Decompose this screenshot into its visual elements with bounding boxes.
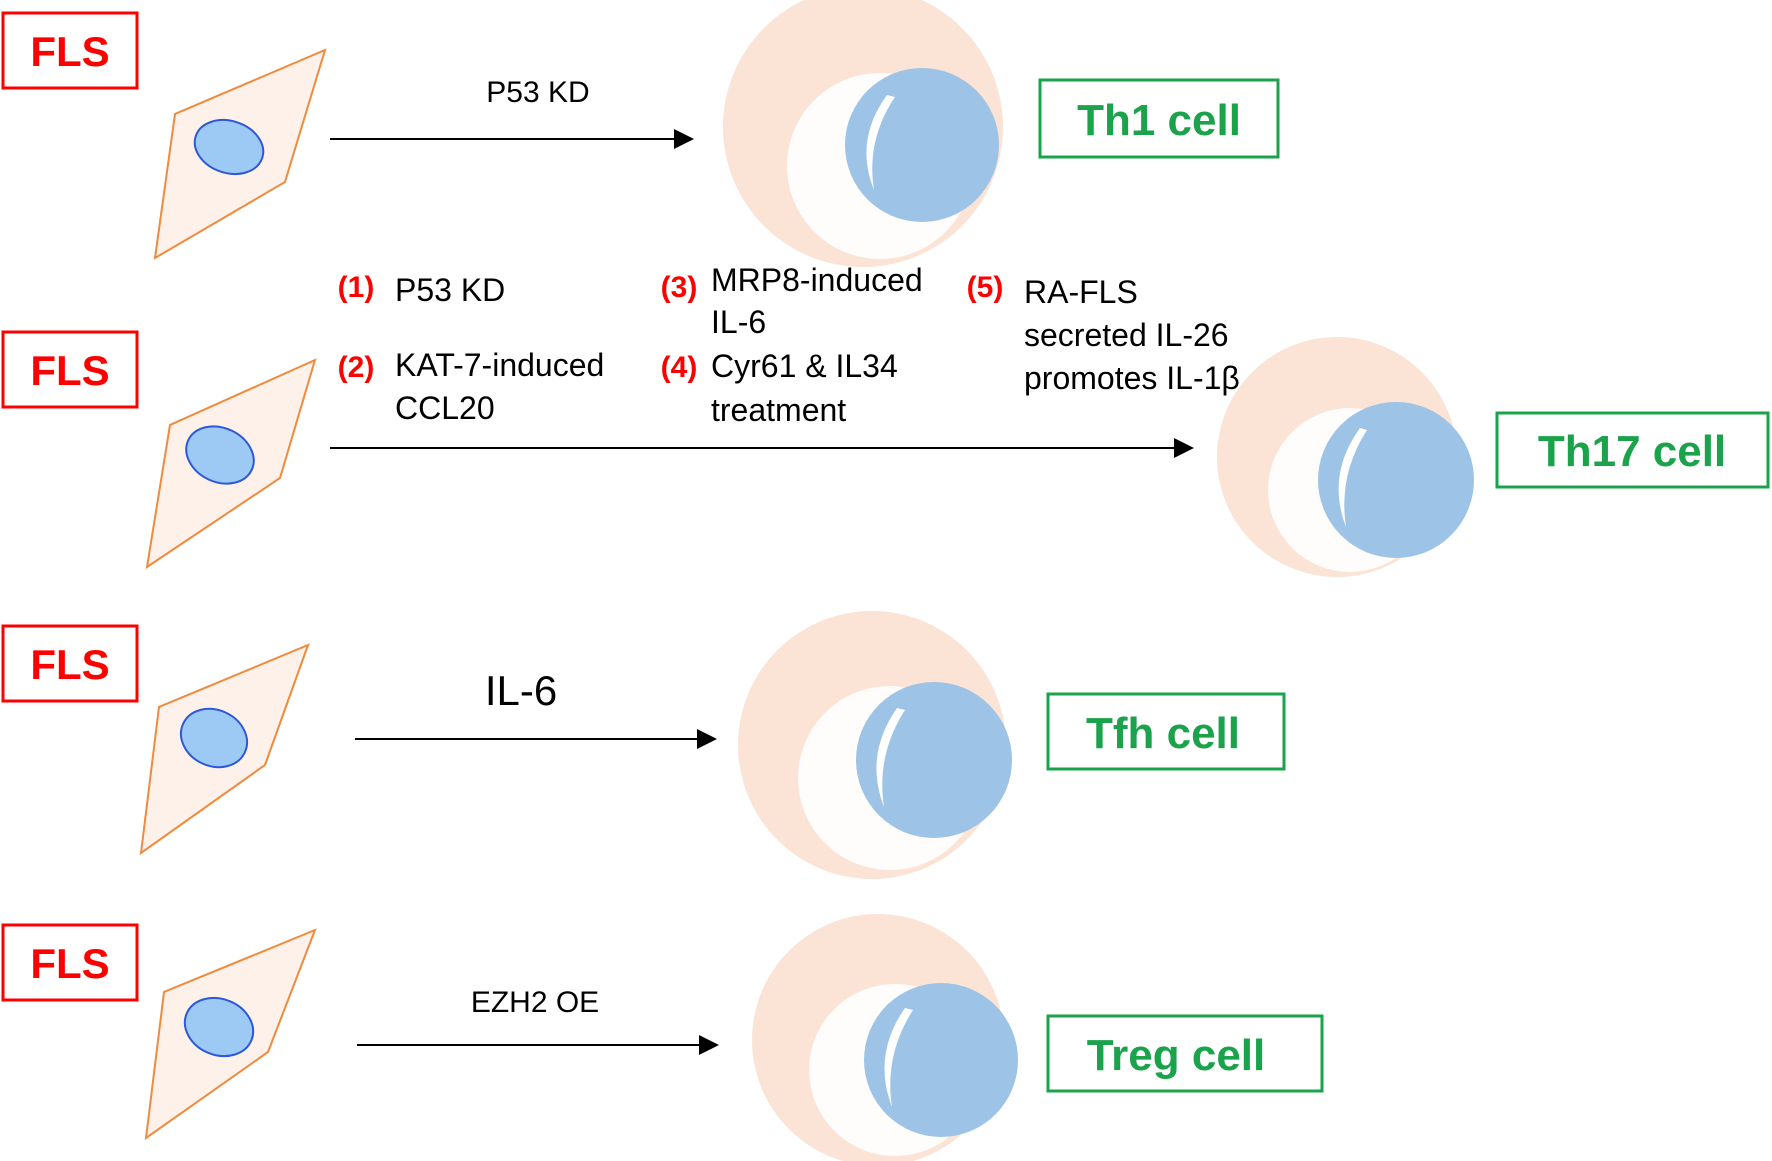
t-cell — [723, 0, 1003, 267]
row-tfh: FLS IL-6 Tfh cell — [1, 611, 1286, 879]
step-5: (5) RA-FLS secreted IL-26 promotes IL-1β — [967, 271, 1240, 396]
fls-label-box: FLS — [1, 11, 139, 90]
step-text-line: secreted IL-26 — [1024, 317, 1229, 353]
step-1: (1) P53 KD — [338, 271, 506, 308]
fibroblast-cell — [144, 928, 317, 1141]
step-text-line: KAT-7-induced — [395, 347, 604, 383]
step-3: (3) MRP8-induced IL-6 — [661, 262, 923, 340]
step-text-line: treatment — [711, 392, 846, 428]
arrow-label: P53 KD — [486, 76, 589, 109]
step-number: (1) — [338, 271, 375, 304]
target-label-box: Th17 cell — [1495, 411, 1770, 489]
fls-label: FLS — [30, 347, 109, 394]
row-treg: FLS EZH2 OE Treg cell — [1, 914, 1324, 1161]
fibroblast-cell — [145, 358, 317, 570]
target-label-box: Treg cell — [1046, 1014, 1324, 1093]
step-text-line: P53 KD — [395, 272, 505, 308]
fibroblast-cell — [139, 643, 310, 856]
step-4: (4) Cyr61 & IL34 treatment — [661, 348, 898, 428]
fls-label-box: FLS — [1, 923, 139, 1002]
step-number: (4) — [661, 351, 698, 384]
t-cell — [738, 611, 1012, 879]
target-label: Th1 cell — [1077, 96, 1241, 145]
arrow-label: IL-6 — [485, 667, 557, 714]
arrow-label: EZH2 OE — [471, 986, 599, 1019]
step-text-line: Cyr61 & IL34 — [711, 348, 898, 384]
step-number: (5) — [967, 271, 1004, 304]
step-text-line: CCL20 — [395, 390, 495, 426]
target-label-box: Th1 cell — [1038, 78, 1280, 159]
fls-label: FLS — [30, 28, 109, 75]
t-cell — [1217, 337, 1474, 577]
step-text-line: RA-FLS — [1024, 274, 1138, 310]
step-text-line: promotes IL-1β — [1024, 360, 1240, 396]
t-cell — [752, 914, 1018, 1161]
step-text-line: IL-6 — [711, 304, 766, 340]
fls-label-box: FLS — [1, 624, 139, 703]
step-number: (3) — [661, 271, 698, 304]
fibroblast-nucleus — [183, 996, 255, 1058]
fibroblast-nucleus — [193, 119, 265, 175]
step-text-line: MRP8-induced — [711, 262, 923, 298]
fls-label: FLS — [30, 641, 109, 688]
target-label: Treg cell — [1087, 1031, 1266, 1080]
step-number: (2) — [338, 351, 375, 384]
fls-label-box: FLS — [1, 330, 139, 409]
target-label-box: Tfh cell — [1046, 692, 1286, 771]
fls-label: FLS — [30, 940, 109, 987]
target-label: Th17 cell — [1538, 427, 1726, 476]
row-th1: FLS P53 KD Th1 cell — [1, 0, 1280, 267]
step-2: (2) KAT-7-induced CCL20 — [338, 347, 605, 426]
fibroblast-nucleus — [179, 707, 249, 769]
row-th17: FLS (1) P53 KD (2) KAT-7-induced CCL20 (… — [1, 262, 1770, 577]
fibroblast-nucleus — [185, 425, 255, 485]
fibroblast-cell — [153, 48, 327, 260]
target-label: Tfh cell — [1086, 709, 1240, 758]
